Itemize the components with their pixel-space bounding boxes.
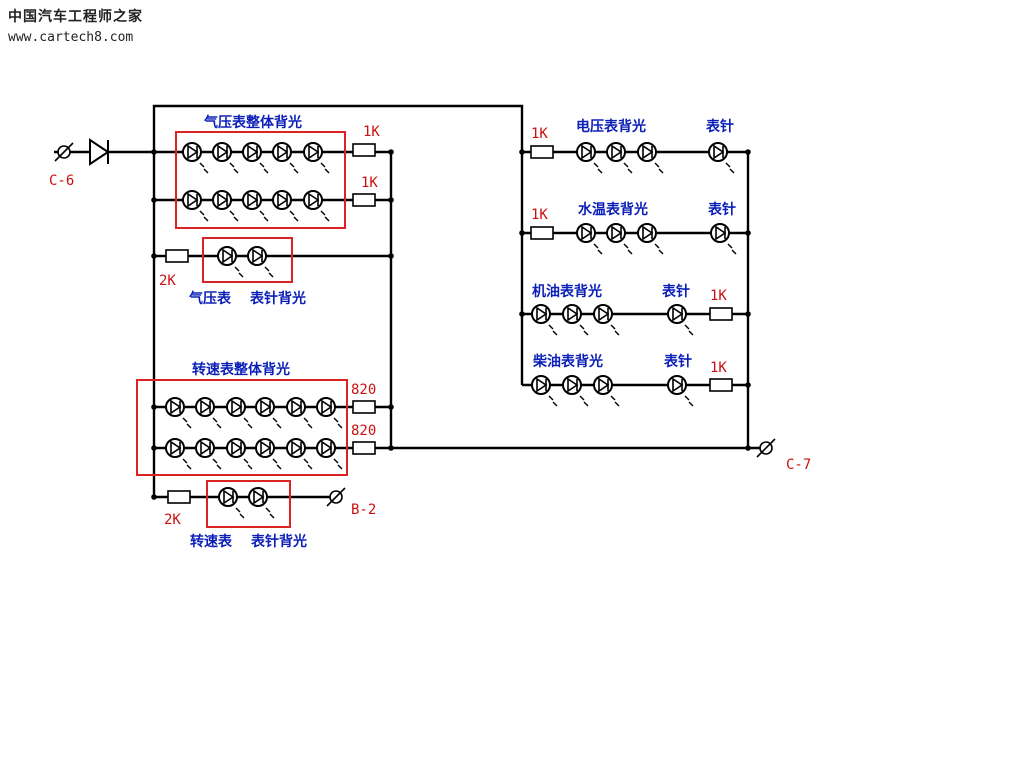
resistor-label-oil: 1K — [710, 288, 727, 304]
label-air-pressure-needle-backlight: 表针背光 — [249, 290, 306, 307]
led-group-tacho-row2 — [165, 438, 343, 470]
resistor-label-air-row1: 1K — [363, 124, 380, 140]
wiring — [54, 104, 763, 499]
watermark-url: www.cartech8.com — [8, 30, 134, 45]
terminal-b2 — [326, 487, 346, 507]
label-water-temp-backlight: 水温表背光 — [578, 201, 648, 218]
label-voltmeter-needle: 表针 — [705, 118, 734, 135]
label-oil-backlight: 机油表背光 — [532, 283, 602, 300]
resistor-label-tacho-needle: 2K — [164, 512, 181, 528]
highlight-boxes — [136, 131, 348, 528]
diode — [89, 138, 110, 166]
terminal-c6 — [54, 142, 74, 162]
label-diesel-backlight: 柴油表背光 — [532, 353, 603, 370]
resistor-label-water-temp: 1K — [531, 207, 548, 223]
resistor-label-tacho-row2: 820 — [351, 423, 376, 439]
resistor-label-diesel: 1K — [710, 360, 727, 376]
label-voltmeter-backlight: 电压表背光 — [576, 118, 646, 135]
terminal-label-c6: C-6 — [49, 173, 74, 189]
led-group-diesel — [531, 375, 694, 407]
resistor-label-air-needle: 2K — [159, 273, 176, 289]
label-air-pressure-gauge: 气压表 — [188, 290, 232, 307]
resistor-label-voltmeter: 1K — [531, 126, 548, 142]
label-tacho-backlight: 转速表整体背光 — [192, 361, 290, 378]
led-group-water-temp — [576, 223, 737, 255]
label-diesel-needle: 表针 — [663, 353, 692, 370]
led-group-air-pressure-needle — [217, 246, 274, 278]
resistor-label-air-row2: 1K — [361, 175, 378, 191]
watermark-title: 中国汽车工程师之家 — [8, 9, 143, 25]
label-tacho-gauge: 转速表 — [190, 533, 233, 550]
resistor-label-tacho-row1: 820 — [351, 382, 376, 398]
terminal-c7 — [756, 438, 776, 458]
led-group-air-pressure-row2 — [182, 190, 330, 222]
led-group-voltmeter — [576, 142, 735, 174]
label-tacho-needle-backlight: 表针背光 — [250, 533, 307, 550]
label-air-pressure-backlight: 气压表整体背光 — [203, 114, 302, 131]
led-group-air-pressure-row1 — [182, 142, 330, 174]
label-water-temp-needle: 表针 — [707, 201, 736, 218]
led-group-oil — [531, 304, 694, 336]
terminal-label-b2: B-2 — [351, 502, 376, 518]
label-oil-needle: 表针 — [661, 283, 690, 300]
led-group-tacho-needle — [218, 487, 275, 519]
terminal-label-c7: C-7 — [786, 457, 811, 473]
led-group-tacho-row1 — [165, 397, 343, 429]
